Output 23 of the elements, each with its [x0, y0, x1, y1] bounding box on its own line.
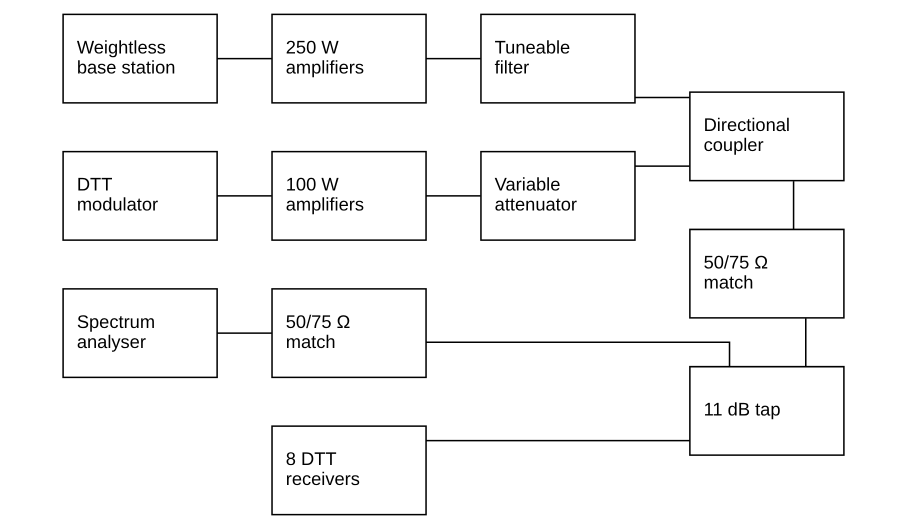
node-box: Spectrum analyser [62, 288, 218, 378]
node-box: 100 W amplifiers [270, 150, 426, 241]
node-box: 50/75 Ω match [270, 288, 426, 378]
connector [426, 342, 730, 367]
connector [426, 440, 689, 442]
node-box: 50/75 Ω match [688, 228, 844, 319]
connector [216, 195, 271, 197]
node-box: 11 dB tap [688, 366, 844, 456]
connector [634, 96, 689, 98]
connector [216, 332, 271, 334]
node-box: Directional coupler [688, 91, 844, 182]
node-box: Tuneable filter [480, 14, 636, 104]
node-box: Weightless base station [62, 14, 218, 104]
connector [634, 165, 689, 167]
node-box: Variable attenuator [480, 150, 636, 241]
connector [426, 195, 480, 197]
node-box: 250 W amplifiers [270, 14, 426, 104]
connector [426, 58, 480, 60]
node-box: 8 DTT receivers [270, 425, 426, 516]
node-box: DTT modulator [62, 150, 218, 241]
connector [216, 58, 271, 60]
connector [792, 181, 794, 230]
connector [804, 318, 806, 366]
